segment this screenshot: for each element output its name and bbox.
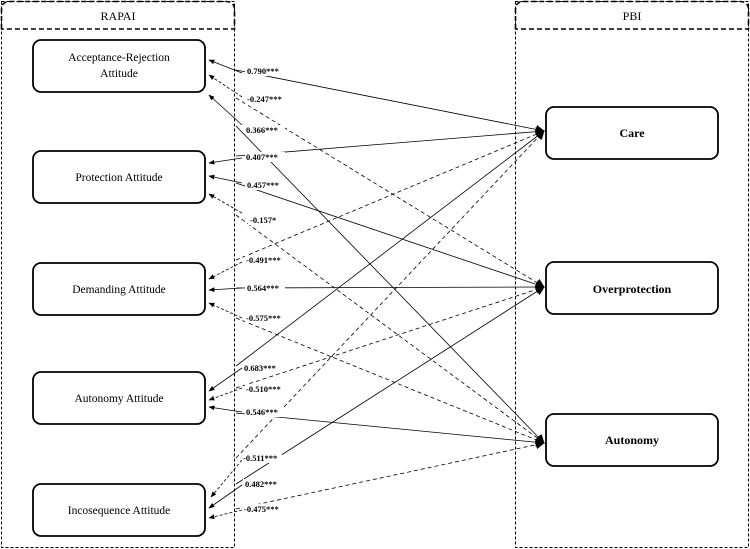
node-label: Incosequence Attitude bbox=[68, 505, 171, 517]
pbi-header-band bbox=[514, 0, 750, 30]
rapai-header-band bbox=[0, 0, 236, 30]
node-label: Protection Attitude bbox=[75, 172, 162, 184]
path-line-protection-autonomy bbox=[235, 214, 545, 444]
coef-incoseq-autonomy: -0.475*** bbox=[244, 504, 279, 514]
coef-incoseq-care: -0.511*** bbox=[243, 453, 277, 463]
pbi-group: PBI bbox=[514, 0, 750, 548]
coef-acceptance-care: 0.790*** bbox=[247, 66, 279, 76]
node-label: Care bbox=[619, 126, 645, 140]
stub-acceptance-care bbox=[208, 59, 243, 74]
coef-demanding-overprotection: 0.564*** bbox=[247, 283, 279, 293]
node-label-line-1: Acceptance-Rejection bbox=[68, 52, 170, 64]
stub-demanding-overprotection bbox=[208, 287, 243, 293]
path-line-acceptance-overprotection bbox=[235, 97, 545, 288]
stub-protection-overprotection bbox=[208, 174, 243, 184]
stub-autonomy-att-autonomy bbox=[208, 405, 243, 413]
coef-protection-care: 0.407*** bbox=[246, 152, 278, 162]
path-line-incoseq-care bbox=[235, 130, 545, 459]
stub-incoseq-care bbox=[210, 459, 243, 498]
coef-autonomy-att-overprotection: -0.510*** bbox=[246, 384, 281, 394]
node-label: Demanding Attitude bbox=[72, 284, 166, 296]
coef-acceptance-overprotection: -0.247*** bbox=[247, 94, 282, 104]
path-line-acceptance-autonomy bbox=[235, 125, 545, 444]
node-overprotection: Overprotection bbox=[545, 261, 719, 315]
path-line-autonomy-att-care bbox=[235, 130, 545, 367]
path-line-demanding-overprotection bbox=[235, 282, 545, 292]
coef-autonomy-att-care: 0.683*** bbox=[244, 363, 276, 373]
stub-autonomy-att-care bbox=[208, 367, 243, 392]
coef-autonomy-att-autonomy: 0.546*** bbox=[246, 407, 278, 417]
stub-incoseq-overprotection bbox=[208, 484, 243, 509]
node-care: Care bbox=[545, 106, 719, 160]
rapai-title: RAPAI bbox=[101, 9, 136, 23]
coef-protection-overprotection: 0.457*** bbox=[247, 180, 279, 190]
path-lines bbox=[235, 69, 545, 510]
path-line-protection-care bbox=[235, 127, 545, 157]
node-incosequence-attitude: Incosequence Attitude bbox=[32, 483, 206, 537]
stub-incoseq-autonomy bbox=[208, 509, 243, 520]
coef-incoseq-overprotection: 0.482*** bbox=[245, 479, 277, 489]
path-line-incoseq-autonomy bbox=[235, 440, 545, 510]
stub-autonomy-att-overprotection bbox=[208, 387, 243, 401]
path-line-acceptance-care bbox=[235, 69, 545, 134]
node-label: Autonomy Attitude bbox=[74, 393, 163, 405]
path-stubs bbox=[208, 59, 243, 520]
stub-protection-care bbox=[208, 157, 243, 165]
node-autonomy-attitude: Autonomy Attitude bbox=[32, 371, 206, 425]
stub-acceptance-autonomy bbox=[208, 94, 243, 126]
path-line-demanding-care bbox=[235, 129, 545, 261]
path-line-incoseq-overprotection bbox=[235, 286, 545, 485]
node-protection-attitude: Protection Attitude bbox=[32, 150, 206, 204]
coef-protection-autonomy: -0.157* bbox=[250, 215, 276, 225]
coefficient-labels: 0.790*** -0.247*** 0.366*** 0.407*** 0.4… bbox=[242, 66, 285, 514]
node-demanding-attitude: Demanding Attitude bbox=[32, 262, 206, 316]
stub-demanding-care bbox=[208, 261, 243, 280]
stub-demanding-autonomy bbox=[208, 302, 243, 319]
coef-demanding-autonomy: -0.575*** bbox=[246, 313, 281, 323]
node-label-line-2: Attitude bbox=[100, 68, 138, 80]
path-line-autonomy-att-overprotection bbox=[235, 285, 545, 389]
coef-demanding-care: -0.491*** bbox=[246, 255, 281, 265]
path-line-protection-overprotection bbox=[235, 182, 545, 289]
node-label: Overprotection bbox=[593, 282, 672, 296]
node-autonomy: Autonomy bbox=[545, 413, 719, 467]
node-label: Autonomy bbox=[605, 433, 659, 447]
path-line-autonomy-att-autonomy bbox=[235, 412, 545, 447]
rapai-group: RAPAI bbox=[0, 0, 236, 548]
pbi-title: PBI bbox=[623, 9, 642, 23]
path-line-demanding-autonomy bbox=[235, 317, 545, 445]
coef-acceptance-autonomy: 0.366*** bbox=[246, 125, 278, 135]
stub-protection-autonomy bbox=[208, 193, 243, 214]
node-acceptance-rejection-attitude: Acceptance-Rejection Attitude bbox=[32, 39, 206, 93]
stub-acceptance-overprotection bbox=[208, 74, 243, 98]
